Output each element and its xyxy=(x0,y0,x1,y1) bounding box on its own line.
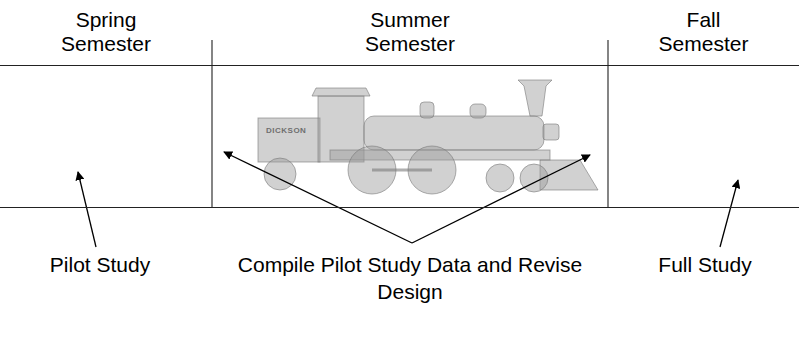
phase-label: Compile Pilot Study Data and Revise Desi… xyxy=(232,251,588,305)
semester-heading: Summer Semester xyxy=(350,8,470,56)
leader-arrow xyxy=(78,172,96,247)
engine-nameplate: DICKSON xyxy=(266,126,326,135)
leader-arrows xyxy=(78,152,738,247)
leader-arrow xyxy=(720,180,738,247)
semester-cell: Spring Semester xyxy=(0,65,212,208)
phase-label: Pilot Study xyxy=(40,251,160,278)
phase-label: Full Study xyxy=(645,251,765,278)
leader-arrow xyxy=(224,152,412,243)
leader-arrow xyxy=(412,155,590,243)
semester-cell: Fall Semester xyxy=(608,65,799,208)
semester-heading: Spring Semester xyxy=(46,8,166,56)
semester-heading: Fall Semester xyxy=(644,8,764,56)
semester-cell: Summer Semester xyxy=(212,65,608,208)
